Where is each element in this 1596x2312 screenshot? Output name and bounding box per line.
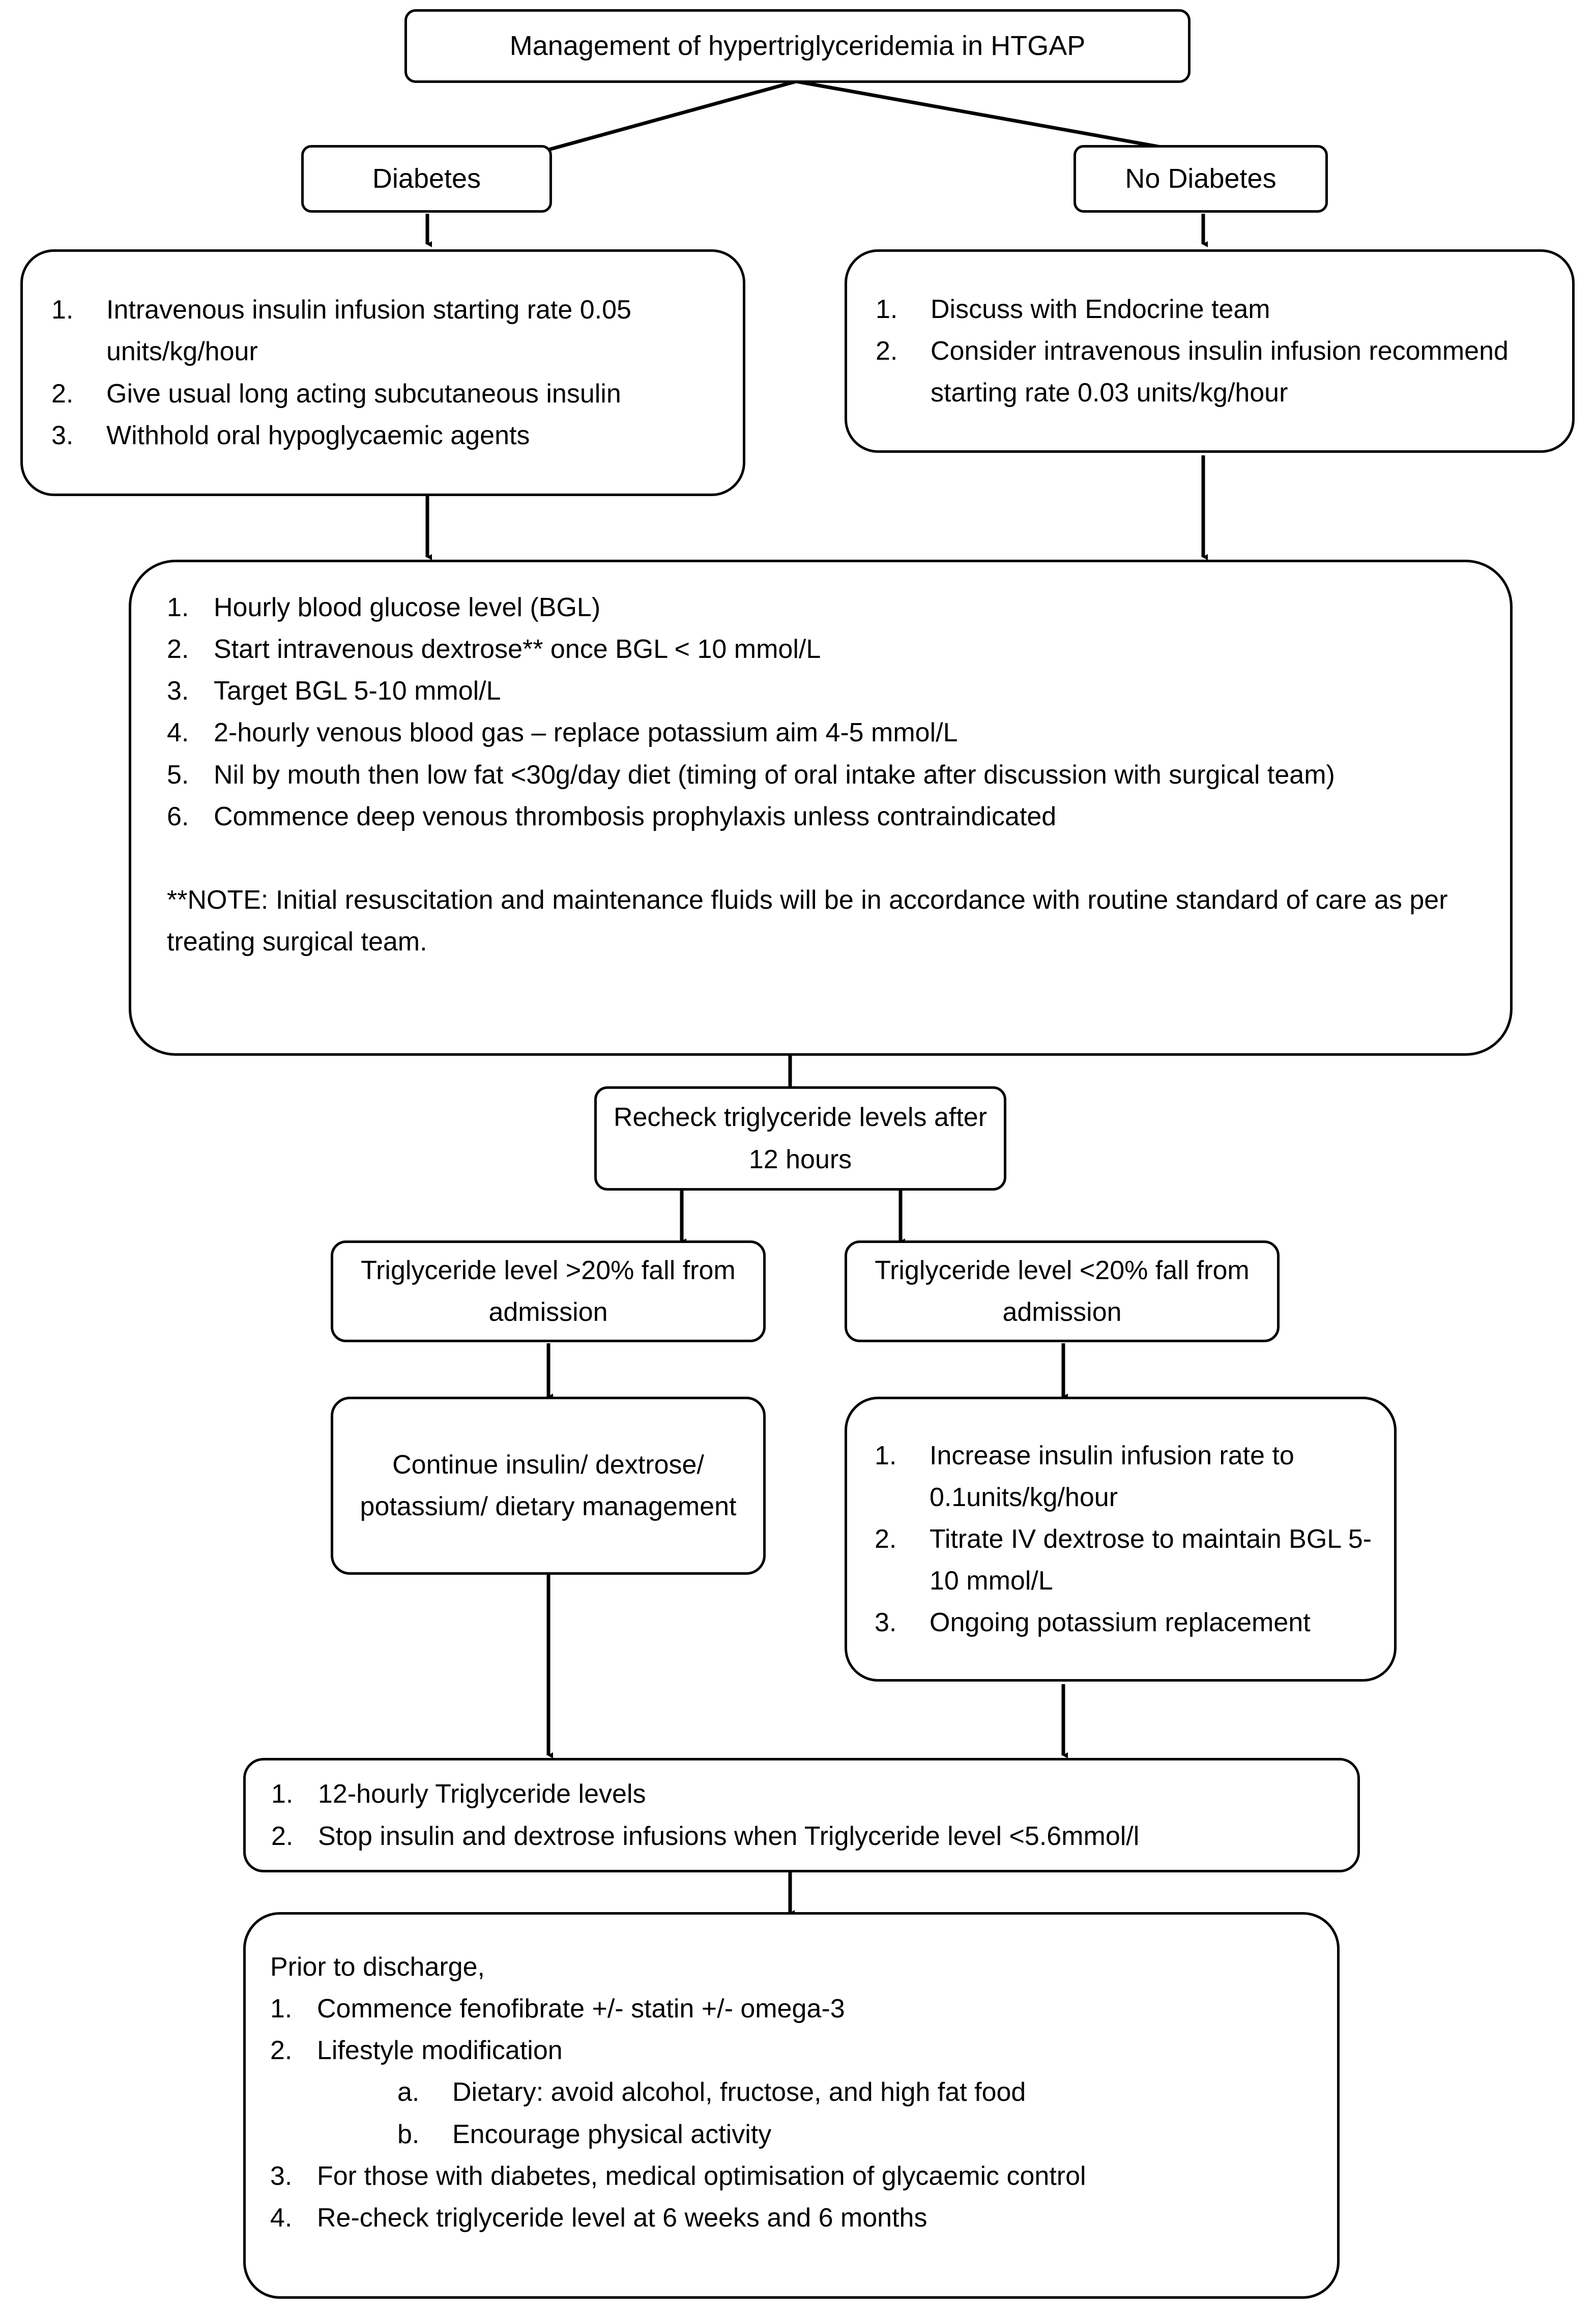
list-text: Increase insulin infusion rate to 0.1uni… bbox=[930, 1440, 1294, 1512]
list-marker: a. bbox=[397, 2077, 420, 2107]
list-marker: 4. bbox=[167, 718, 189, 748]
list-text: Give usual long acting subcutaneous insu… bbox=[106, 379, 621, 409]
discharge-sublist: a. Dietary: avoid alcohol, fructose, and… bbox=[397, 2071, 1317, 2155]
list-text: Re-check triglyceride level at 6 weeks a… bbox=[317, 2203, 927, 2233]
list-item: 4. Re-check triglyceride level at 6 week… bbox=[270, 2197, 1317, 2239]
list-item: 1. Increase insulin infusion rate to 0.1… bbox=[875, 1435, 1374, 1518]
list-item: 3. Target BGL 5-10 mmol/L bbox=[167, 670, 1479, 712]
list-item: 1. Hourly blood glucose level (BGL) bbox=[167, 587, 1479, 628]
node-tg-high-fall[interactable]: Triglyceride level >20% fall from admiss… bbox=[331, 1240, 766, 1342]
node-no-diabetes-actions[interactable]: 1. Discuss with Endocrine team 2. Consid… bbox=[845, 249, 1575, 453]
list-text: Commence deep venous thrombosis prophyla… bbox=[214, 801, 1057, 831]
list-marker: b. bbox=[397, 2119, 420, 2149]
node-recheck[interactable]: Recheck triglyceride levels after 12 hou… bbox=[594, 1086, 1006, 1191]
node-monitoring[interactable]: 1. Hourly blood glucose level (BGL) 2. S… bbox=[129, 560, 1513, 1056]
list-item: 1. Discuss with Endocrine team bbox=[876, 288, 1549, 330]
node-continue-management-label: Continue insulin/ dextrose/ potassium/ d… bbox=[360, 1450, 737, 1521]
list-item: 2. Give usual long acting subcutaneous i… bbox=[51, 373, 719, 415]
list-item: 4. 2-hourly venous blood gas – replace p… bbox=[167, 712, 1479, 754]
list-item: 1. 12-hourly Triglyceride levels bbox=[271, 1773, 1340, 1815]
list-text: 2-hourly venous blood gas – replace pota… bbox=[214, 718, 958, 748]
list-marker: 1. bbox=[167, 593, 189, 622]
node-tg-low-fall-label: Triglyceride level <20% fall from admiss… bbox=[875, 1255, 1250, 1327]
list-text: Dietary: avoid alcohol, fructose, and hi… bbox=[452, 2077, 1026, 2107]
list-marker: 2. bbox=[876, 336, 898, 366]
discharge-heading: Prior to discharge, bbox=[270, 1952, 485, 1982]
list-item: 2. Stop insulin and dextrose infusions w… bbox=[271, 1815, 1340, 1857]
node-tg-low-fall[interactable]: Triglyceride level <20% fall from admiss… bbox=[845, 1240, 1280, 1342]
node-diabetes[interactable]: Diabetes bbox=[301, 145, 552, 213]
list-marker: 1. bbox=[875, 1440, 897, 1470]
list-marker: 1. bbox=[271, 1779, 294, 1809]
list-text: Start intravenous dextrose** once BGL < … bbox=[214, 634, 821, 664]
monitoring-spacer bbox=[167, 837, 1479, 879]
list-text: Stop insulin and dextrose infusions when… bbox=[318, 1821, 1140, 1851]
node-recheck-label: Recheck triglyceride levels after 12 hou… bbox=[613, 1103, 988, 1174]
list-item: 2. Consider intravenous insulin infusion… bbox=[876, 330, 1549, 414]
list-marker: 3. bbox=[270, 2161, 293, 2191]
list-marker: 4. bbox=[270, 2203, 293, 2233]
monitoring-list: 1. Hourly blood glucose level (BGL) 2. S… bbox=[167, 587, 1479, 837]
node-stop-infusions[interactable]: 1. 12-hourly Triglyceride levels 2. Stop… bbox=[243, 1758, 1360, 1872]
list-item: 3. Withhold oral hypoglycaemic agents bbox=[51, 415, 719, 456]
list-text: Hourly blood glucose level (BGL) bbox=[214, 593, 601, 622]
list-text: Target BGL 5-10 mmol/L bbox=[214, 676, 501, 706]
list-text: Discuss with Endocrine team bbox=[931, 294, 1270, 324]
list-item: 2. Start intravenous dextrose** once BGL… bbox=[167, 628, 1479, 670]
list-item: 1. Intravenous insulin infusion starting… bbox=[51, 289, 719, 372]
list-text: Encourage physical activity bbox=[452, 2119, 772, 2149]
list-marker: 2. bbox=[271, 1821, 294, 1851]
diabetes-actions-list: 1. Intravenous insulin infusion starting… bbox=[51, 289, 719, 456]
list-text: Commence fenofibrate +/- statin +/- omeg… bbox=[317, 1994, 845, 2024]
escalate-management-list: 1. Increase insulin infusion rate to 0.1… bbox=[875, 1435, 1374, 1644]
list-item: 1. Commence fenofibrate +/- statin +/- o… bbox=[270, 1988, 1317, 2030]
list-text: Nil by mouth then low fat <30g/day diet … bbox=[214, 760, 1335, 790]
list-item: 2. Lifestyle modification bbox=[270, 2030, 1317, 2071]
list-text: Ongoing potassium replacement bbox=[930, 1608, 1311, 1638]
list-marker: 3. bbox=[875, 1608, 897, 1638]
node-tg-high-fall-label: Triglyceride level >20% fall from admiss… bbox=[361, 1255, 736, 1327]
list-marker: 1. bbox=[51, 295, 74, 325]
list-text: Consider intravenous insulin infusion re… bbox=[931, 336, 1508, 408]
node-discharge[interactable]: Prior to discharge, 1. Commence fenofibr… bbox=[243, 1912, 1340, 2299]
list-text: 12-hourly Triglyceride levels bbox=[318, 1779, 646, 1809]
node-diabetes-actions[interactable]: 1. Intravenous insulin infusion starting… bbox=[20, 249, 745, 496]
list-item: 3. For those with diabetes, medical opti… bbox=[270, 2155, 1317, 2197]
monitoring-note: **NOTE: Initial resuscitation and mainte… bbox=[167, 885, 1448, 957]
no-diabetes-actions-list: 1. Discuss with Endocrine team 2. Consid… bbox=[876, 288, 1549, 414]
node-escalate-management[interactable]: 1. Increase insulin infusion rate to 0.1… bbox=[845, 1397, 1397, 1682]
list-item: 3. Ongoing potassium replacement bbox=[875, 1602, 1374, 1643]
node-continue-management[interactable]: Continue insulin/ dextrose/ potassium/ d… bbox=[331, 1397, 766, 1575]
list-marker: 2. bbox=[167, 634, 189, 664]
discharge-list: 1. Commence fenofibrate +/- statin +/- o… bbox=[270, 1988, 1317, 2071]
stop-infusions-list: 1. 12-hourly Triglyceride levels 2. Stop… bbox=[271, 1773, 1340, 1857]
list-item: 2. Titrate IV dextrose to maintain BGL 5… bbox=[875, 1518, 1374, 1602]
list-text: Withhold oral hypoglycaemic agents bbox=[106, 420, 530, 450]
list-item: a. Dietary: avoid alcohol, fructose, and… bbox=[397, 2071, 1317, 2113]
node-diabetes-label: Diabetes bbox=[372, 163, 481, 194]
node-no-diabetes-label: No Diabetes bbox=[1125, 163, 1276, 194]
node-no-diabetes[interactable]: No Diabetes bbox=[1073, 145, 1328, 213]
list-marker: 2. bbox=[270, 2036, 293, 2066]
list-item: 5. Nil by mouth then low fat <30g/day di… bbox=[167, 754, 1479, 796]
edge-title-to-diabetes bbox=[545, 79, 797, 156]
list-text: For those with diabetes, medical optimis… bbox=[317, 2161, 1086, 2191]
list-text: Intravenous insulin infusion starting ra… bbox=[106, 295, 631, 367]
list-marker: 1. bbox=[270, 1994, 293, 2024]
list-marker: 3. bbox=[51, 420, 74, 450]
list-marker: 1. bbox=[876, 294, 898, 324]
node-title[interactable]: Management of hypertriglyceridemia in HT… bbox=[404, 9, 1191, 83]
discharge-list-tail: 3. For those with diabetes, medical opti… bbox=[270, 2155, 1317, 2239]
list-marker: 5. bbox=[167, 760, 189, 790]
list-marker: 3. bbox=[167, 676, 189, 706]
list-item: b. Encourage physical activity bbox=[397, 2114, 1317, 2155]
edge-title-to-no-diabetes bbox=[796, 79, 1182, 152]
list-marker: 2. bbox=[51, 379, 74, 409]
list-item: 6. Commence deep venous thrombosis proph… bbox=[167, 796, 1479, 837]
node-title-label: Management of hypertriglyceridemia in HT… bbox=[509, 30, 1086, 61]
list-marker: 2. bbox=[875, 1524, 897, 1554]
list-text: Titrate IV dextrose to maintain BGL 5-10… bbox=[930, 1524, 1372, 1596]
list-text: Lifestyle modification bbox=[317, 2036, 563, 2066]
list-marker: 6. bbox=[167, 801, 189, 831]
